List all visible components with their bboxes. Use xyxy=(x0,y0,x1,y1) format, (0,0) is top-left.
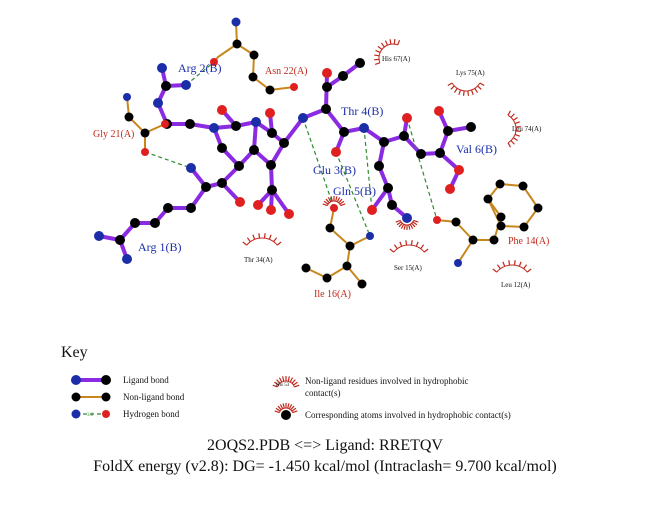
label-glu3: Glu 3(B) xyxy=(313,163,356,177)
hydrophobic-arc-thr34 xyxy=(242,233,282,246)
key-hydrophobic-atom-icon xyxy=(274,403,298,414)
hydrophobic-arc-leu74 xyxy=(507,110,521,148)
hydrophobic-arc-lys75 xyxy=(447,82,485,96)
key-hydrophobic-atoms: Corresponding atoms involved in hydropho… xyxy=(305,410,511,420)
label-arg2: Arg 2(B) xyxy=(178,61,221,75)
footer-title: 2OQS2.PDB <=> Ligand: RRETQV xyxy=(207,437,443,454)
key-title: Key xyxy=(61,344,88,361)
key-ligand-bond: Ligand bond xyxy=(123,375,169,385)
key-arc-residue xyxy=(272,376,300,388)
label-val6: Val 6(B) xyxy=(456,142,497,156)
label-asn22: Asn 22(A) xyxy=(265,66,308,77)
hydrophobic-arc-leu12 xyxy=(492,260,532,273)
label-thr34: Thr 34(A) xyxy=(244,256,273,264)
footer-energy: FoldX energy (v2.8): DG= -1.450 kcal/mol… xyxy=(93,458,556,475)
label-thr4: Thr 4(B) xyxy=(341,104,383,118)
label-leu74: Leu 74(A) xyxy=(512,125,542,133)
hydrogen-bonds xyxy=(144,61,438,237)
key-legend: Key Ligand bond Non-ligand bond 3.0 Hydr… xyxy=(61,344,511,420)
label-phe14: Phe 14(A) xyxy=(508,236,549,247)
key-hydrophobic-residues-1: Non-ligand residues involved in hydropho… xyxy=(305,376,468,386)
key-hydrogen-bond: Hydrogen bond xyxy=(123,409,180,419)
key-hydrophobic-residues-2: contact(s) xyxy=(305,388,340,398)
key-nonligand-bond: Non-ligand bond xyxy=(123,392,185,402)
key-arc-atom-lash xyxy=(274,403,298,414)
label-ile16: Ile 16(A) xyxy=(314,289,351,300)
label-leu12: Leu 12(A) xyxy=(501,281,531,289)
hydrophobic-atom-arc-2 xyxy=(395,219,419,230)
hydrophobic-atom-arc-1 xyxy=(322,196,346,207)
atoms xyxy=(94,17,543,289)
key-sample-residue: His 53 xyxy=(276,383,290,388)
label-ser15: Ser 15(A) xyxy=(394,264,422,272)
hydrophobic-arc-ser15 xyxy=(389,240,429,253)
ligand-bonds xyxy=(97,61,473,261)
key-hydrophobic-residue-icon xyxy=(272,376,300,388)
label-gln5: Gln 5(B) xyxy=(333,184,376,198)
label-gly21: Gly 21(A) xyxy=(93,129,134,140)
residue-labels: Arg 2(B) Thr 4(B) Val 6(B) Glu 3(B) Gln … xyxy=(93,55,549,300)
hydrophobic-arc-his67 xyxy=(374,39,401,66)
hydrophobic-arcs xyxy=(242,39,532,273)
label-arg1: Arg 1(B) xyxy=(138,240,181,254)
key-hb-distance: 3.0 xyxy=(87,413,94,418)
label-his67: His 67(A) xyxy=(382,55,411,63)
label-lys75: Lys 75(A) xyxy=(456,69,485,77)
